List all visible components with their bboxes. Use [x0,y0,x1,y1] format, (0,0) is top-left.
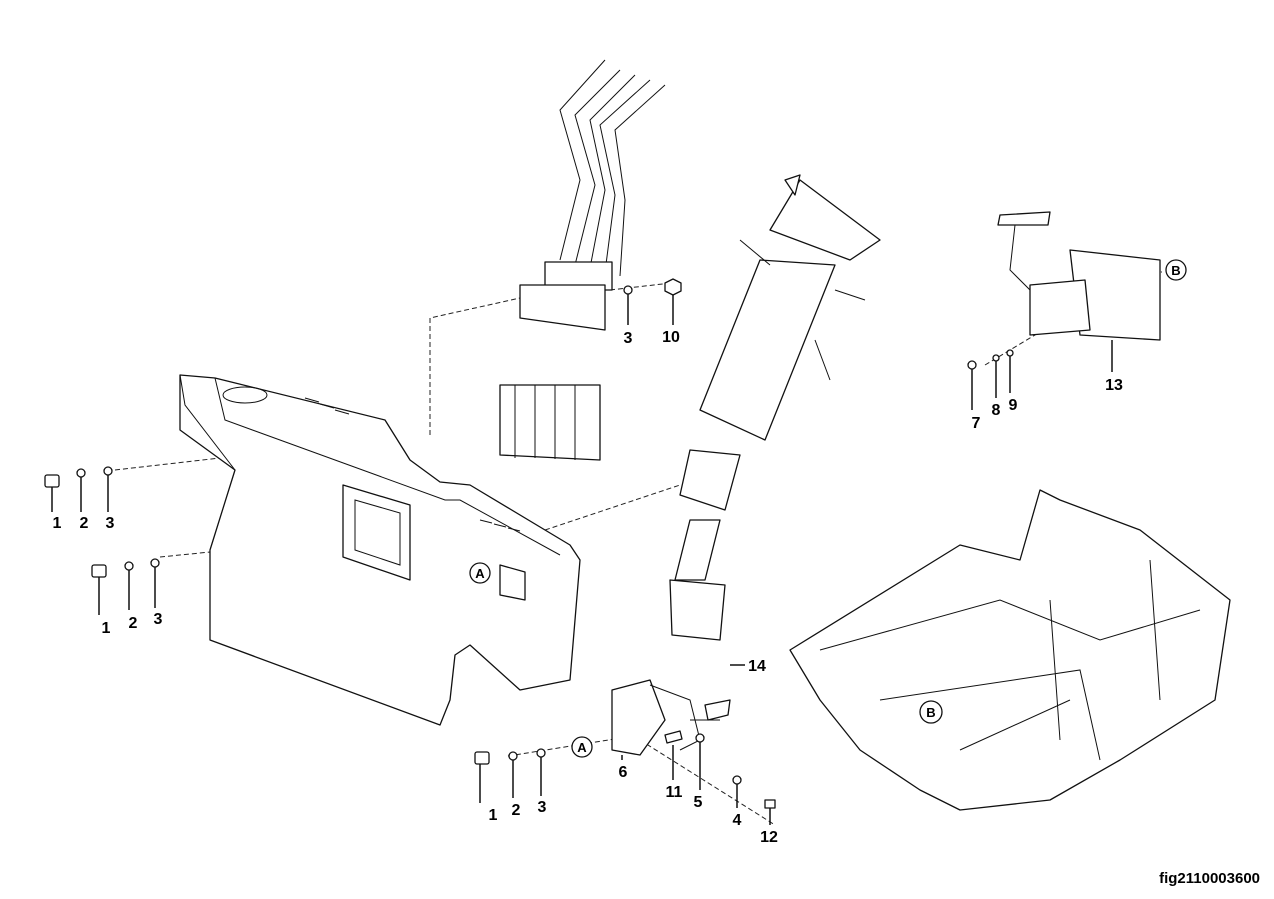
callout-label: 8 [992,402,1001,419]
callout-label: 12 [760,829,778,846]
callout-leaders [51,294,1113,825]
callout-label: 3 [538,799,547,816]
figure-id: fig2110003600 [1159,870,1260,887]
callout-label: 1 [489,807,498,824]
throttle-lever-assembly [474,679,776,809]
callout-label: 4 [733,812,742,829]
callout-label: 6 [619,764,628,781]
callout-label: 2 [512,802,521,819]
callout-label: 9 [1009,397,1018,414]
callout-label: 14 [748,658,766,675]
ref-b-pedal: B [1171,263,1180,278]
callout-label: 10 [662,329,680,346]
callout-label: 13 [1105,377,1123,394]
reference-markers: A A B B [469,259,1187,758]
ref-a-panel: A [475,566,485,581]
callout-label: 11 [666,784,683,801]
callout-label: 2 [129,615,138,632]
callout-label: 3 [106,515,115,532]
dashboard-panel [179,374,581,726]
callout-label: 7 [972,415,981,432]
control-valve-assembly [499,59,682,461]
callout-label: 1 [53,515,62,532]
ref-b-chassis: B [926,705,935,720]
steering-column-assembly [669,174,881,641]
callout-label: 2 [80,515,89,532]
callout-labels: 1 2 3 1 2 3 3 10 7 8 9 13 1 2 3 6 11 5 4… [53,329,1123,846]
brake-pedal-assembly [967,211,1161,370]
callout-label: 1 [102,620,111,637]
chassis-frame [789,489,1231,811]
fasteners-upper [44,466,160,578]
ref-a-lever: A [577,740,587,755]
callout-label: 3 [154,611,163,628]
callout-label: 5 [694,794,703,811]
callout-label: 3 [624,330,633,347]
